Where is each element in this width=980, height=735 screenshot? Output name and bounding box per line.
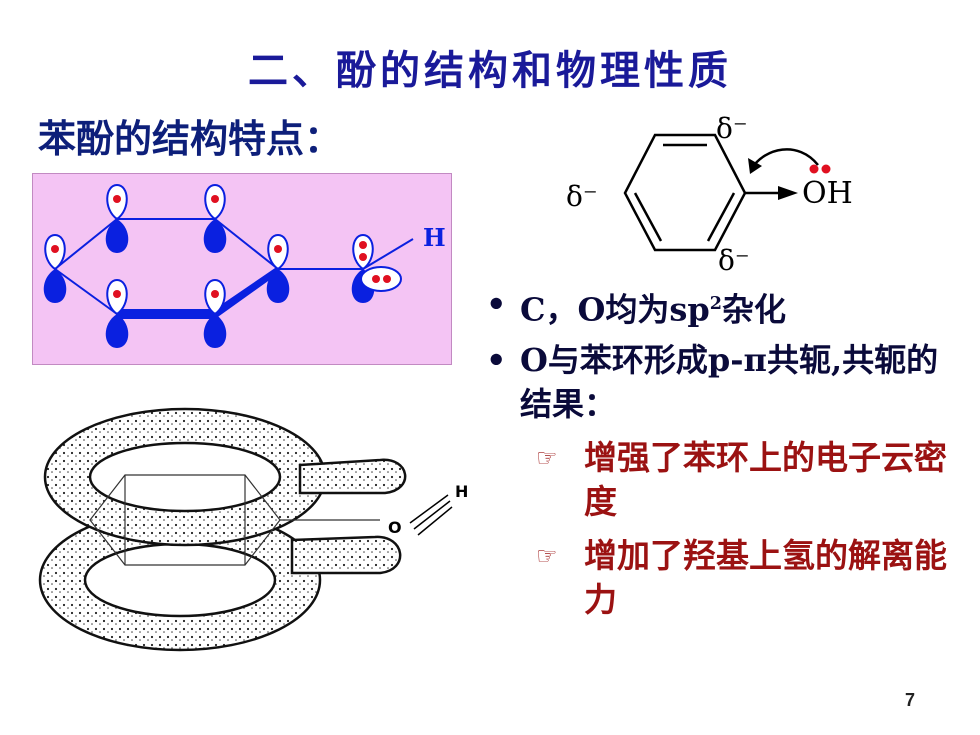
p-orbital-diagram: H [32,173,452,365]
phenol-structure: OH δ⁻ δ⁻ δ⁻ [540,110,900,285]
delta-top: δ⁻ [716,112,748,145]
page-number: 7 [905,690,916,710]
oh-label: OH [802,176,853,211]
subpoint-text-2: 增加了羟基上氢的解离能力 [584,535,947,619]
delta-left: δ⁻ [566,180,598,213]
p-orbital-svg: H [43,183,446,348]
orbital-h-label: H [423,223,446,252]
bullet-text-1a: C，O均为sp [520,290,710,329]
slide-subtitle: 苯酚的结构特点： [38,117,343,161]
pi-electron-cloud-drawing: O H [30,395,500,665]
bullet-list: • C，O均为sp2杂化 • O与苯环形成p-π共轭,共轭的结果： ☞ 增强了苯… [480,282,960,622]
electron-cloud-svg: O H [38,407,468,652]
cloud-h-label: H [455,482,468,501]
bullet-marker: • [486,340,507,379]
bullet-conjugation: • O与苯环形成p-π共轭,共轭的结果： [480,338,960,426]
bullet-marker: • [486,285,507,323]
cloud-o-label: O [388,518,402,537]
orbital-lobes [43,183,402,348]
pointing-hand-icon: ☞ [536,443,558,472]
bullet-text-2: O与苯环形成p-π共轭,共轭的结果： [520,340,939,423]
bullet-text-1b: 杂化 [722,290,787,329]
pointing-hand-icon: ☞ [536,541,558,570]
subpoint-electron-density: ☞ 增强了苯环上的电子云密度 [520,436,960,524]
phenol-svg: OH δ⁻ δ⁻ δ⁻ [566,112,853,277]
bullet-superscript: 2 [709,293,722,314]
subpoint-hydrogen-dissociation: ☞ 增加了羟基上氢的解离能力 [520,534,960,622]
bullet-hybridization: • C，O均为sp2杂化 [480,282,960,332]
delta-bottom: δ⁻ [718,244,750,277]
subpoint-text-1: 增强了苯环上的电子云密度 [584,437,947,521]
slide-title: 二、酚的结构和物理性质 [248,48,732,94]
